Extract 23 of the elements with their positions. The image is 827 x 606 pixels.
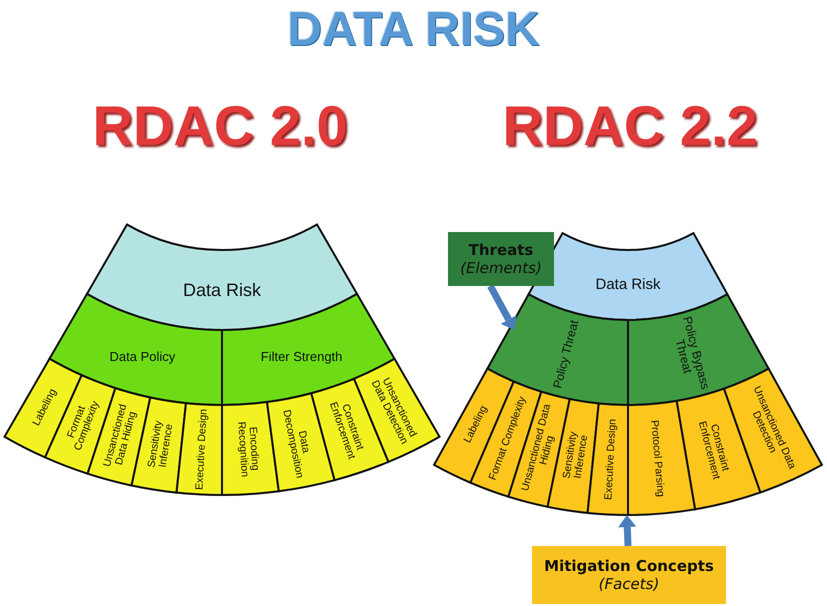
callout-title: Mitigation Concepts bbox=[543, 557, 715, 575]
version-heading: RDAC 2.0 bbox=[92, 92, 348, 158]
segment-label: Protocol Parsing bbox=[648, 412, 666, 506]
callout-box bbox=[448, 232, 554, 286]
segment-label: Executive Design bbox=[194, 407, 210, 492]
segment-label: Sensitivity Inference bbox=[144, 402, 178, 488]
callout-title: Threats bbox=[468, 241, 534, 259]
segment-label: Sensitivity Inference bbox=[558, 408, 594, 504]
callout-subtitle: (Facets) bbox=[598, 575, 660, 593]
version-heading: RDAC 2.2 bbox=[502, 92, 758, 158]
callout-box bbox=[532, 546, 726, 604]
segment-label: Data Risk bbox=[162, 280, 282, 300]
segment-label: Executive Design bbox=[602, 413, 618, 506]
segment-label: Data Risk bbox=[588, 277, 668, 293]
segment-label: Policy Bypass Threat bbox=[668, 312, 712, 397]
segment-label: Filter Strength bbox=[256, 350, 347, 364]
title: DATA RISK bbox=[286, 2, 541, 57]
arrow bbox=[487, 284, 517, 330]
arrow bbox=[618, 515, 636, 546]
segment-label: Encoding Recognition bbox=[234, 406, 262, 492]
segment-label: Data Policy bbox=[97, 350, 188, 364]
callout-subtitle: (Elements) bbox=[459, 259, 543, 277]
segment-label: Policy Threat bbox=[550, 314, 582, 395]
